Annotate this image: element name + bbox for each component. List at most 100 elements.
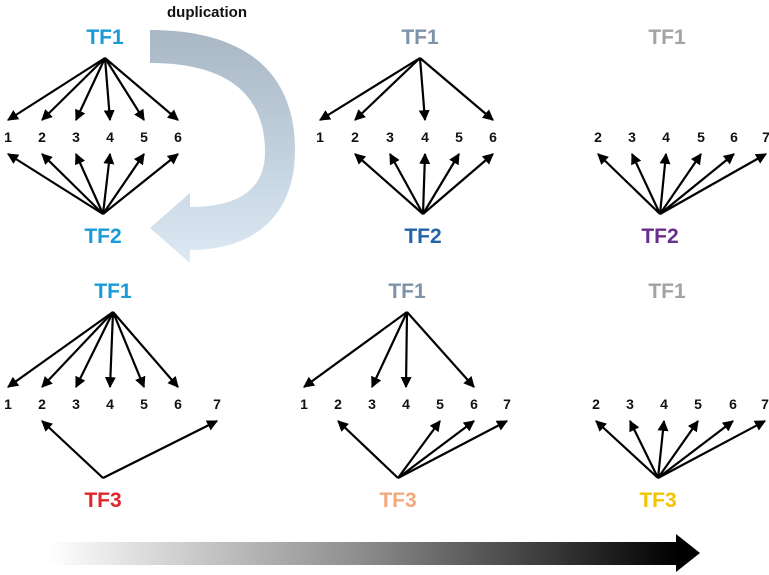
partner-edge-5: [422, 153, 460, 215]
partner-edge-4: [656, 419, 669, 479]
partner-edge-4: [101, 152, 115, 215]
partner-edge-2: [354, 153, 424, 215]
regulator-edge-2: [354, 57, 421, 121]
duplication-arrow-band: [150, 30, 295, 263]
target-gene-4: 4: [660, 396, 668, 412]
time-gradient-arrow: [48, 534, 700, 572]
partner-edge-7: [102, 420, 218, 479]
target-gene-5: 5: [140, 129, 148, 145]
target-gene-3: 3: [368, 396, 376, 412]
target-gene-7: 7: [761, 396, 769, 412]
partner-edge-6: [397, 420, 475, 479]
target-gene-6: 6: [730, 129, 738, 145]
target-gene-3: 3: [628, 129, 636, 145]
target-gene-1: 1: [4, 129, 12, 145]
target-gene-2: 2: [592, 396, 600, 412]
target-gene-7: 7: [503, 396, 511, 412]
target-gene-2: 2: [594, 129, 602, 145]
partner-edge-3: [629, 420, 659, 479]
partner-edge-3: [631, 153, 661, 215]
regulator-label: TF1: [401, 26, 439, 49]
target-gene-4: 4: [402, 396, 410, 412]
target-gene-6: 6: [729, 396, 737, 412]
target-gene-1: 1: [4, 396, 12, 412]
duplication-label: duplication: [167, 4, 247, 21]
regulator-label: TF1: [648, 280, 686, 303]
regulator-edge-6: [419, 57, 494, 121]
partner-label: TF3: [84, 489, 121, 512]
partner-edge-6: [659, 153, 735, 215]
target-gene-4: 4: [106, 396, 114, 412]
regulator-edge-2: [41, 57, 106, 121]
partner-label: TF2: [641, 225, 678, 248]
partner-edge-4: [419, 152, 431, 215]
target-gene-4: 4: [662, 129, 670, 145]
target-gene-2: 2: [38, 396, 46, 412]
regulator-edge-1: [303, 311, 408, 388]
target-gene-6: 6: [174, 396, 182, 412]
target-gene-5: 5: [697, 129, 705, 145]
partner-edge-7: [659, 153, 767, 215]
partner-edge-5: [659, 153, 702, 215]
partner-edge-2: [597, 153, 661, 215]
regulator-label: TF1: [86, 26, 124, 49]
target-gene-2: 2: [38, 129, 46, 145]
regulator-edge-4: [418, 57, 430, 122]
target-gene-3: 3: [72, 396, 80, 412]
target-gene-6: 6: [489, 129, 497, 145]
regulator-edge-3: [75, 311, 114, 388]
partner-edge-2: [41, 153, 104, 215]
regulator-edge-6: [406, 311, 475, 388]
regulator-edge-6: [112, 311, 179, 388]
regulator-edge-2: [41, 311, 114, 388]
partner-edge-6: [657, 420, 734, 479]
partner-edge-6: [102, 153, 179, 215]
partner-edge-3: [74, 152, 105, 215]
duplication-arrow: [150, 30, 295, 263]
regulator-edge-4: [400, 311, 412, 389]
regulator-edge-1: [319, 57, 421, 121]
partner-edge-1: [7, 153, 104, 215]
partner-edge-2: [41, 420, 104, 479]
partner-edge-2: [337, 420, 399, 479]
target-gene-4: 4: [106, 129, 114, 145]
partner-edge-5: [397, 420, 441, 479]
partner-label: TF3: [379, 489, 416, 512]
partner-edge-3: [389, 153, 424, 215]
regulator-label: TF1: [388, 280, 426, 303]
target-gene-7: 7: [762, 129, 769, 145]
partner-label: TF2: [404, 225, 441, 248]
target-gene-1: 1: [300, 396, 308, 412]
target-gene-5: 5: [694, 396, 702, 412]
target-gene-3: 3: [626, 396, 634, 412]
partner-edge-7: [397, 420, 508, 479]
partner-edge-2: [595, 420, 659, 479]
target-gene-2: 2: [334, 396, 342, 412]
regulator-label: TF1: [94, 280, 132, 303]
target-gene-6: 6: [174, 129, 182, 145]
regulator-edge-4: [104, 311, 116, 389]
partner-edge-4: [658, 152, 671, 215]
partner-label: TF2: [84, 225, 121, 248]
partner-edge-5: [102, 153, 145, 215]
target-gene-7: 7: [213, 396, 221, 412]
target-gene-6: 6: [470, 396, 478, 412]
regulator-edge-1: [7, 57, 106, 121]
target-gene-3: 3: [386, 129, 394, 145]
regulator-edge-1: [7, 311, 114, 388]
target-gene-2: 2: [351, 129, 359, 145]
target-gene-5: 5: [436, 396, 444, 412]
partner-label: TF3: [639, 489, 676, 512]
target-gene-4: 4: [421, 129, 429, 145]
target-gene-5: 5: [140, 396, 148, 412]
target-gene-3: 3: [72, 129, 80, 145]
regulator-edge-6: [104, 57, 179, 121]
regulator-label: TF1: [648, 26, 686, 49]
regulator-edge-3: [75, 57, 106, 121]
partner-edge-7: [657, 420, 766, 479]
